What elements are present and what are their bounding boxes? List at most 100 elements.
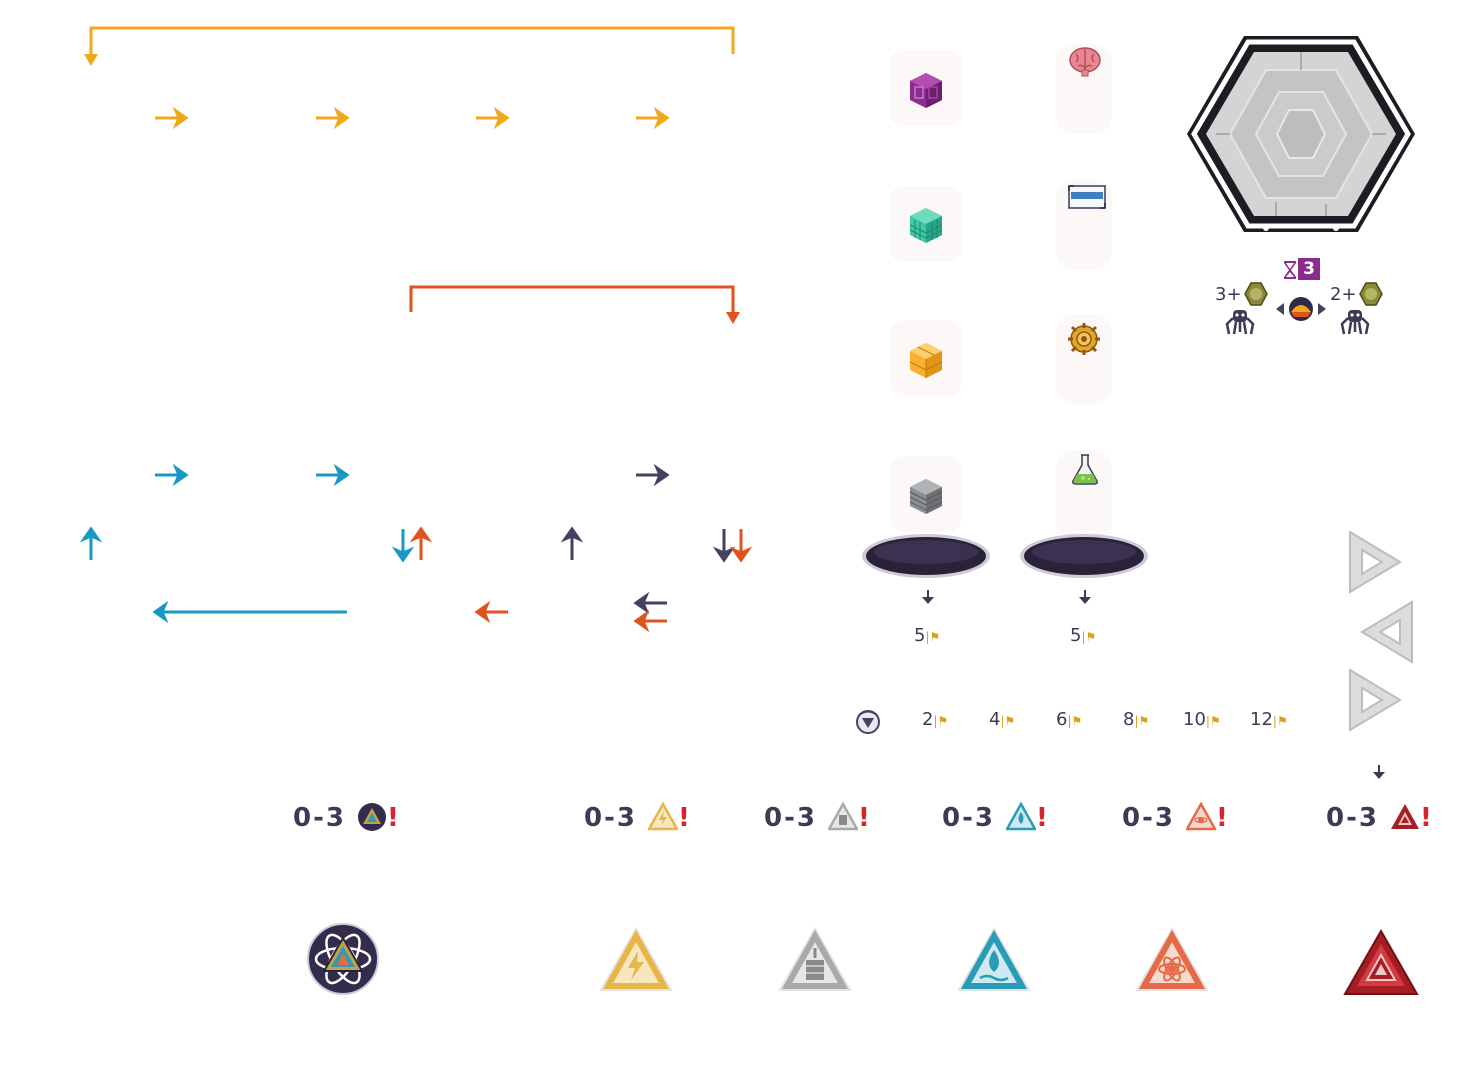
atom-triangle-icon bbox=[358, 803, 387, 831]
hex-token-icon bbox=[1359, 282, 1383, 306]
score-value: 10 bbox=[1183, 709, 1206, 730]
blue-step-arrows bbox=[155, 463, 350, 487]
down-arrow-icon bbox=[1373, 765, 1385, 779]
yellow-step-arrows bbox=[155, 106, 670, 130]
flag-icon: |⚑ bbox=[1067, 714, 1083, 728]
navy-left-arrow bbox=[633, 591, 667, 615]
timer-value: 3 bbox=[1303, 259, 1315, 279]
navy-down-arrow bbox=[712, 529, 736, 563]
orange-loop-arrow bbox=[409, 285, 735, 316]
warning-mark: ! bbox=[387, 803, 401, 833]
threat-label: 0-3 ! bbox=[764, 801, 872, 833]
hex-board-icon bbox=[1187, 36, 1415, 232]
threat-label: 0-3 ! bbox=[1326, 802, 1434, 833]
threat-range: 0-3 bbox=[764, 803, 817, 833]
warning-mark: ! bbox=[678, 803, 692, 833]
gray-cube-icon bbox=[909, 479, 943, 514]
sunrise-swap-icon bbox=[1276, 297, 1326, 321]
threat-label: 0-3 ! bbox=[942, 801, 1050, 833]
threat-range: 0-3 bbox=[942, 803, 995, 833]
water-token-icon bbox=[957, 926, 1031, 991]
threat-range: 0-3 bbox=[1122, 803, 1175, 833]
barrel-token-icon bbox=[778, 926, 852, 991]
teal-cube-icon bbox=[909, 208, 943, 243]
flag-icon: |⚑ bbox=[933, 714, 949, 728]
yellow-cube-icon bbox=[909, 343, 943, 378]
blue-long-left-arrow bbox=[152, 600, 347, 624]
water-hazard-icon bbox=[1004, 801, 1038, 831]
score-value: 4 bbox=[989, 709, 1001, 730]
warning-mark: ! bbox=[1420, 803, 1434, 833]
shield-badge-icon bbox=[856, 710, 880, 734]
orange-up-arrow bbox=[409, 526, 433, 560]
atom-token-icon bbox=[307, 923, 379, 995]
score-value: 6 bbox=[1056, 709, 1068, 730]
threat-label: 0-3 ! bbox=[584, 801, 692, 833]
red-triangle-token-icon bbox=[1343, 928, 1419, 995]
flag-icon: |⚑ bbox=[1205, 714, 1221, 728]
triangle-marker-icon bbox=[1349, 530, 1402, 594]
down-arrow-icon bbox=[1079, 590, 1091, 604]
score-track-item: 2|⚑ bbox=[922, 709, 948, 730]
portal-points: 5|⚑ bbox=[1070, 625, 1096, 646]
yellow-loop-arrow bbox=[89, 26, 735, 58]
down-arrow-icon bbox=[922, 590, 934, 604]
orange-loop-arrowhead bbox=[726, 312, 740, 324]
warning-mark: ! bbox=[1036, 803, 1050, 833]
lightning-hazard-icon bbox=[646, 801, 680, 831]
score-value: 12 bbox=[1250, 709, 1273, 730]
blue-up-arrow bbox=[79, 526, 103, 560]
blue-down-arrow bbox=[391, 529, 415, 563]
gear-icon bbox=[1068, 323, 1100, 355]
flag-icon: |⚑ bbox=[1134, 714, 1150, 728]
navy-step-arrow bbox=[636, 463, 670, 487]
brain-icon bbox=[1069, 47, 1101, 77]
threat-range: 0-3 bbox=[1326, 803, 1379, 833]
radiation-hazard-icon bbox=[1184, 801, 1218, 831]
orange-left-arrow-2 bbox=[633, 609, 667, 633]
threat-range: 0-3 bbox=[584, 803, 637, 833]
score-track-item: 8|⚑ bbox=[1123, 709, 1149, 730]
right-cost-label: 2+ bbox=[1330, 284, 1357, 305]
barrel-hazard-icon bbox=[826, 801, 860, 831]
flask-icon bbox=[1072, 454, 1098, 485]
score-track-item: 4|⚑ bbox=[989, 709, 1015, 730]
portal-icon bbox=[862, 534, 990, 578]
flag-icon: |⚑ bbox=[1272, 714, 1288, 728]
timer-badge: 3 bbox=[1298, 258, 1320, 280]
points-value: 5 bbox=[914, 625, 926, 646]
card-icon bbox=[1068, 185, 1106, 209]
score-track-item: 12|⚑ bbox=[1250, 709, 1288, 730]
score-track-item: 10|⚑ bbox=[1183, 709, 1221, 730]
threat-label: 0-3 ! bbox=[1122, 801, 1230, 833]
triangle-marker-icon bbox=[1349, 668, 1402, 732]
threat-range: 0-3 bbox=[293, 803, 346, 833]
portal-points: 5|⚑ bbox=[914, 625, 940, 646]
warning-mark: ! bbox=[858, 803, 872, 833]
purple-cube-icon bbox=[910, 73, 942, 108]
flag-icon: |⚑ bbox=[1081, 630, 1097, 644]
radiation-token-icon bbox=[1135, 926, 1209, 991]
orange-left-arrow bbox=[474, 600, 508, 624]
left-cost-label: 3+ bbox=[1215, 284, 1242, 305]
flag-icon: |⚑ bbox=[925, 630, 941, 644]
impossible-triangle-icon bbox=[1391, 804, 1420, 829]
lightning-token-icon bbox=[599, 926, 673, 991]
robot-icon bbox=[1225, 310, 1255, 335]
warning-mark: ! bbox=[1216, 803, 1230, 833]
yellow-loop-arrowhead bbox=[84, 54, 98, 66]
points-value: 5 bbox=[1070, 625, 1082, 646]
flag-icon: |⚑ bbox=[1000, 714, 1016, 728]
score-track-item: 6|⚑ bbox=[1056, 709, 1082, 730]
portal-icon bbox=[1020, 534, 1148, 578]
score-value: 8 bbox=[1123, 709, 1135, 730]
triangle-marker-icon bbox=[1360, 600, 1413, 664]
hex-token-icon bbox=[1244, 282, 1268, 306]
score-value: 2 bbox=[922, 709, 934, 730]
hourglass-icon bbox=[1284, 261, 1296, 279]
robot-icon bbox=[1340, 310, 1370, 335]
navy-up-arrow bbox=[560, 526, 584, 560]
threat-label: 0-3 ! bbox=[293, 802, 401, 833]
orange-down-arrow bbox=[729, 529, 753, 563]
